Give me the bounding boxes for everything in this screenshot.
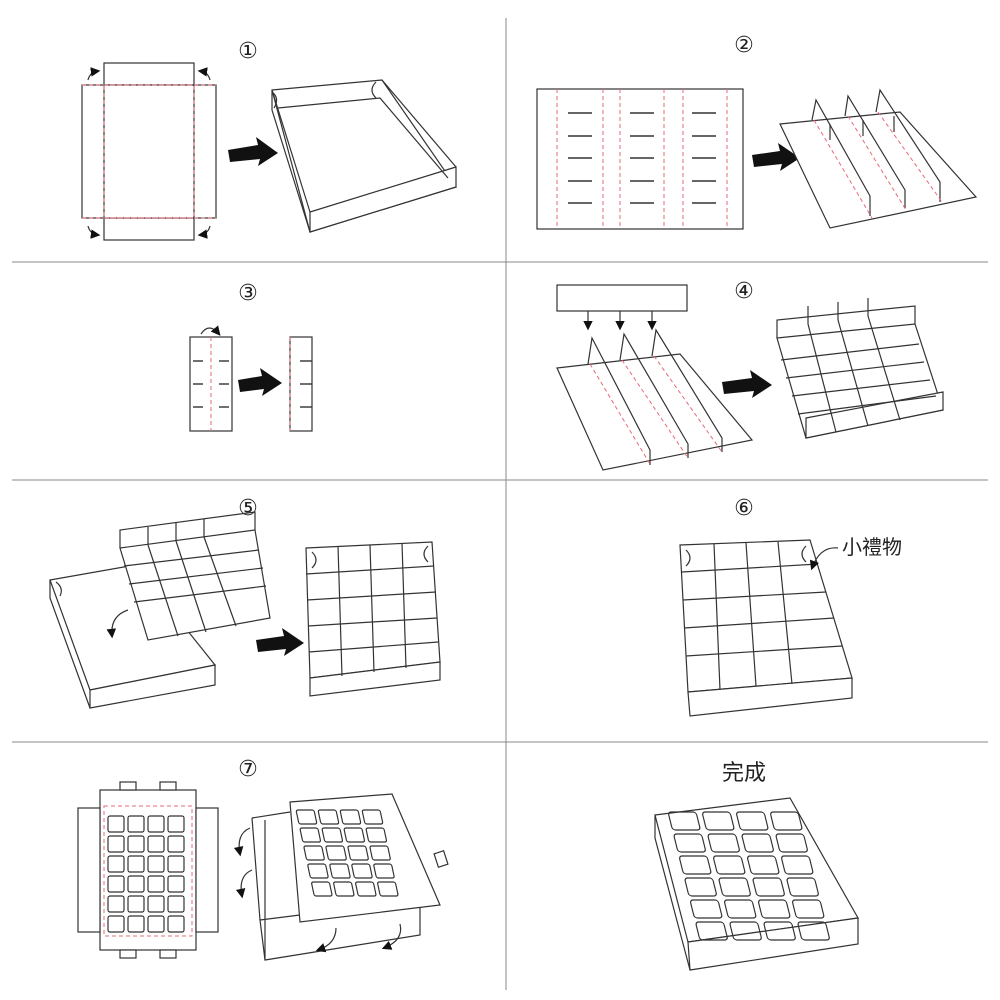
finished-box: [654, 797, 859, 971]
step-3-panel: ③: [189, 281, 313, 432]
complete-panel: 完成: [654, 761, 859, 971]
divider-base: [556, 328, 754, 471]
step-3-arrow-icon: [238, 368, 282, 396]
tray-with-grid: [49, 511, 271, 709]
step-3-label: ③: [238, 281, 258, 306]
tray-with-gifts: [679, 539, 853, 717]
flat-divider-sheet: [536, 88, 744, 230]
step-4-label: ④: [734, 279, 754, 304]
cross-strip: [556, 284, 688, 331]
fold-down-arrow-icon-3: [315, 927, 337, 953]
fold-down-arrow-icon-2: [235, 869, 253, 899]
step-5-label: ⑤: [238, 496, 258, 521]
strip-folded: [289, 336, 313, 432]
step-7-panel: ⑦: [77, 757, 449, 961]
flat-lid-template: [77, 781, 219, 959]
step-7-label: ⑦: [238, 757, 258, 782]
fold-over-arrow-icon: [200, 325, 221, 336]
step-2-arrow-icon: [752, 143, 800, 171]
step-1-panel: ①: [81, 39, 457, 241]
strip-flat: [189, 325, 233, 432]
tray-inserted: [305, 541, 441, 697]
step-6-label: ⑥: [734, 496, 754, 521]
insert-arrow-icon: [106, 609, 129, 639]
step-1-label: ①: [238, 39, 258, 64]
fold-down-arrow-icon-4: [381, 923, 402, 950]
lid-on-tray: [233, 793, 449, 961]
step-5-arrow-icon: [256, 628, 304, 656]
step-2-label: ②: [734, 33, 754, 58]
open-tray: [271, 79, 457, 233]
assembled-grid: [776, 298, 944, 439]
step-4-panel: ④: [556, 279, 944, 471]
step-6-panel: ⑥ 小禮物: [679, 496, 902, 717]
gift-callout: 小禮物: [842, 535, 902, 559]
folded-divider-sheet: [779, 88, 978, 229]
step-5-panel: ⑤: [49, 496, 441, 709]
complete-label: 完成: [722, 761, 766, 786]
step-2-panel: ②: [536, 33, 978, 230]
flat-box-template: [81, 62, 217, 241]
gift-pointer-arrow-icon: [809, 547, 839, 571]
panel-grid: [12, 18, 988, 990]
step-1-arrow-icon: [228, 137, 278, 166]
step-4-arrow-icon: [722, 370, 772, 398]
fold-down-arrow-icon-1: [233, 827, 251, 857]
